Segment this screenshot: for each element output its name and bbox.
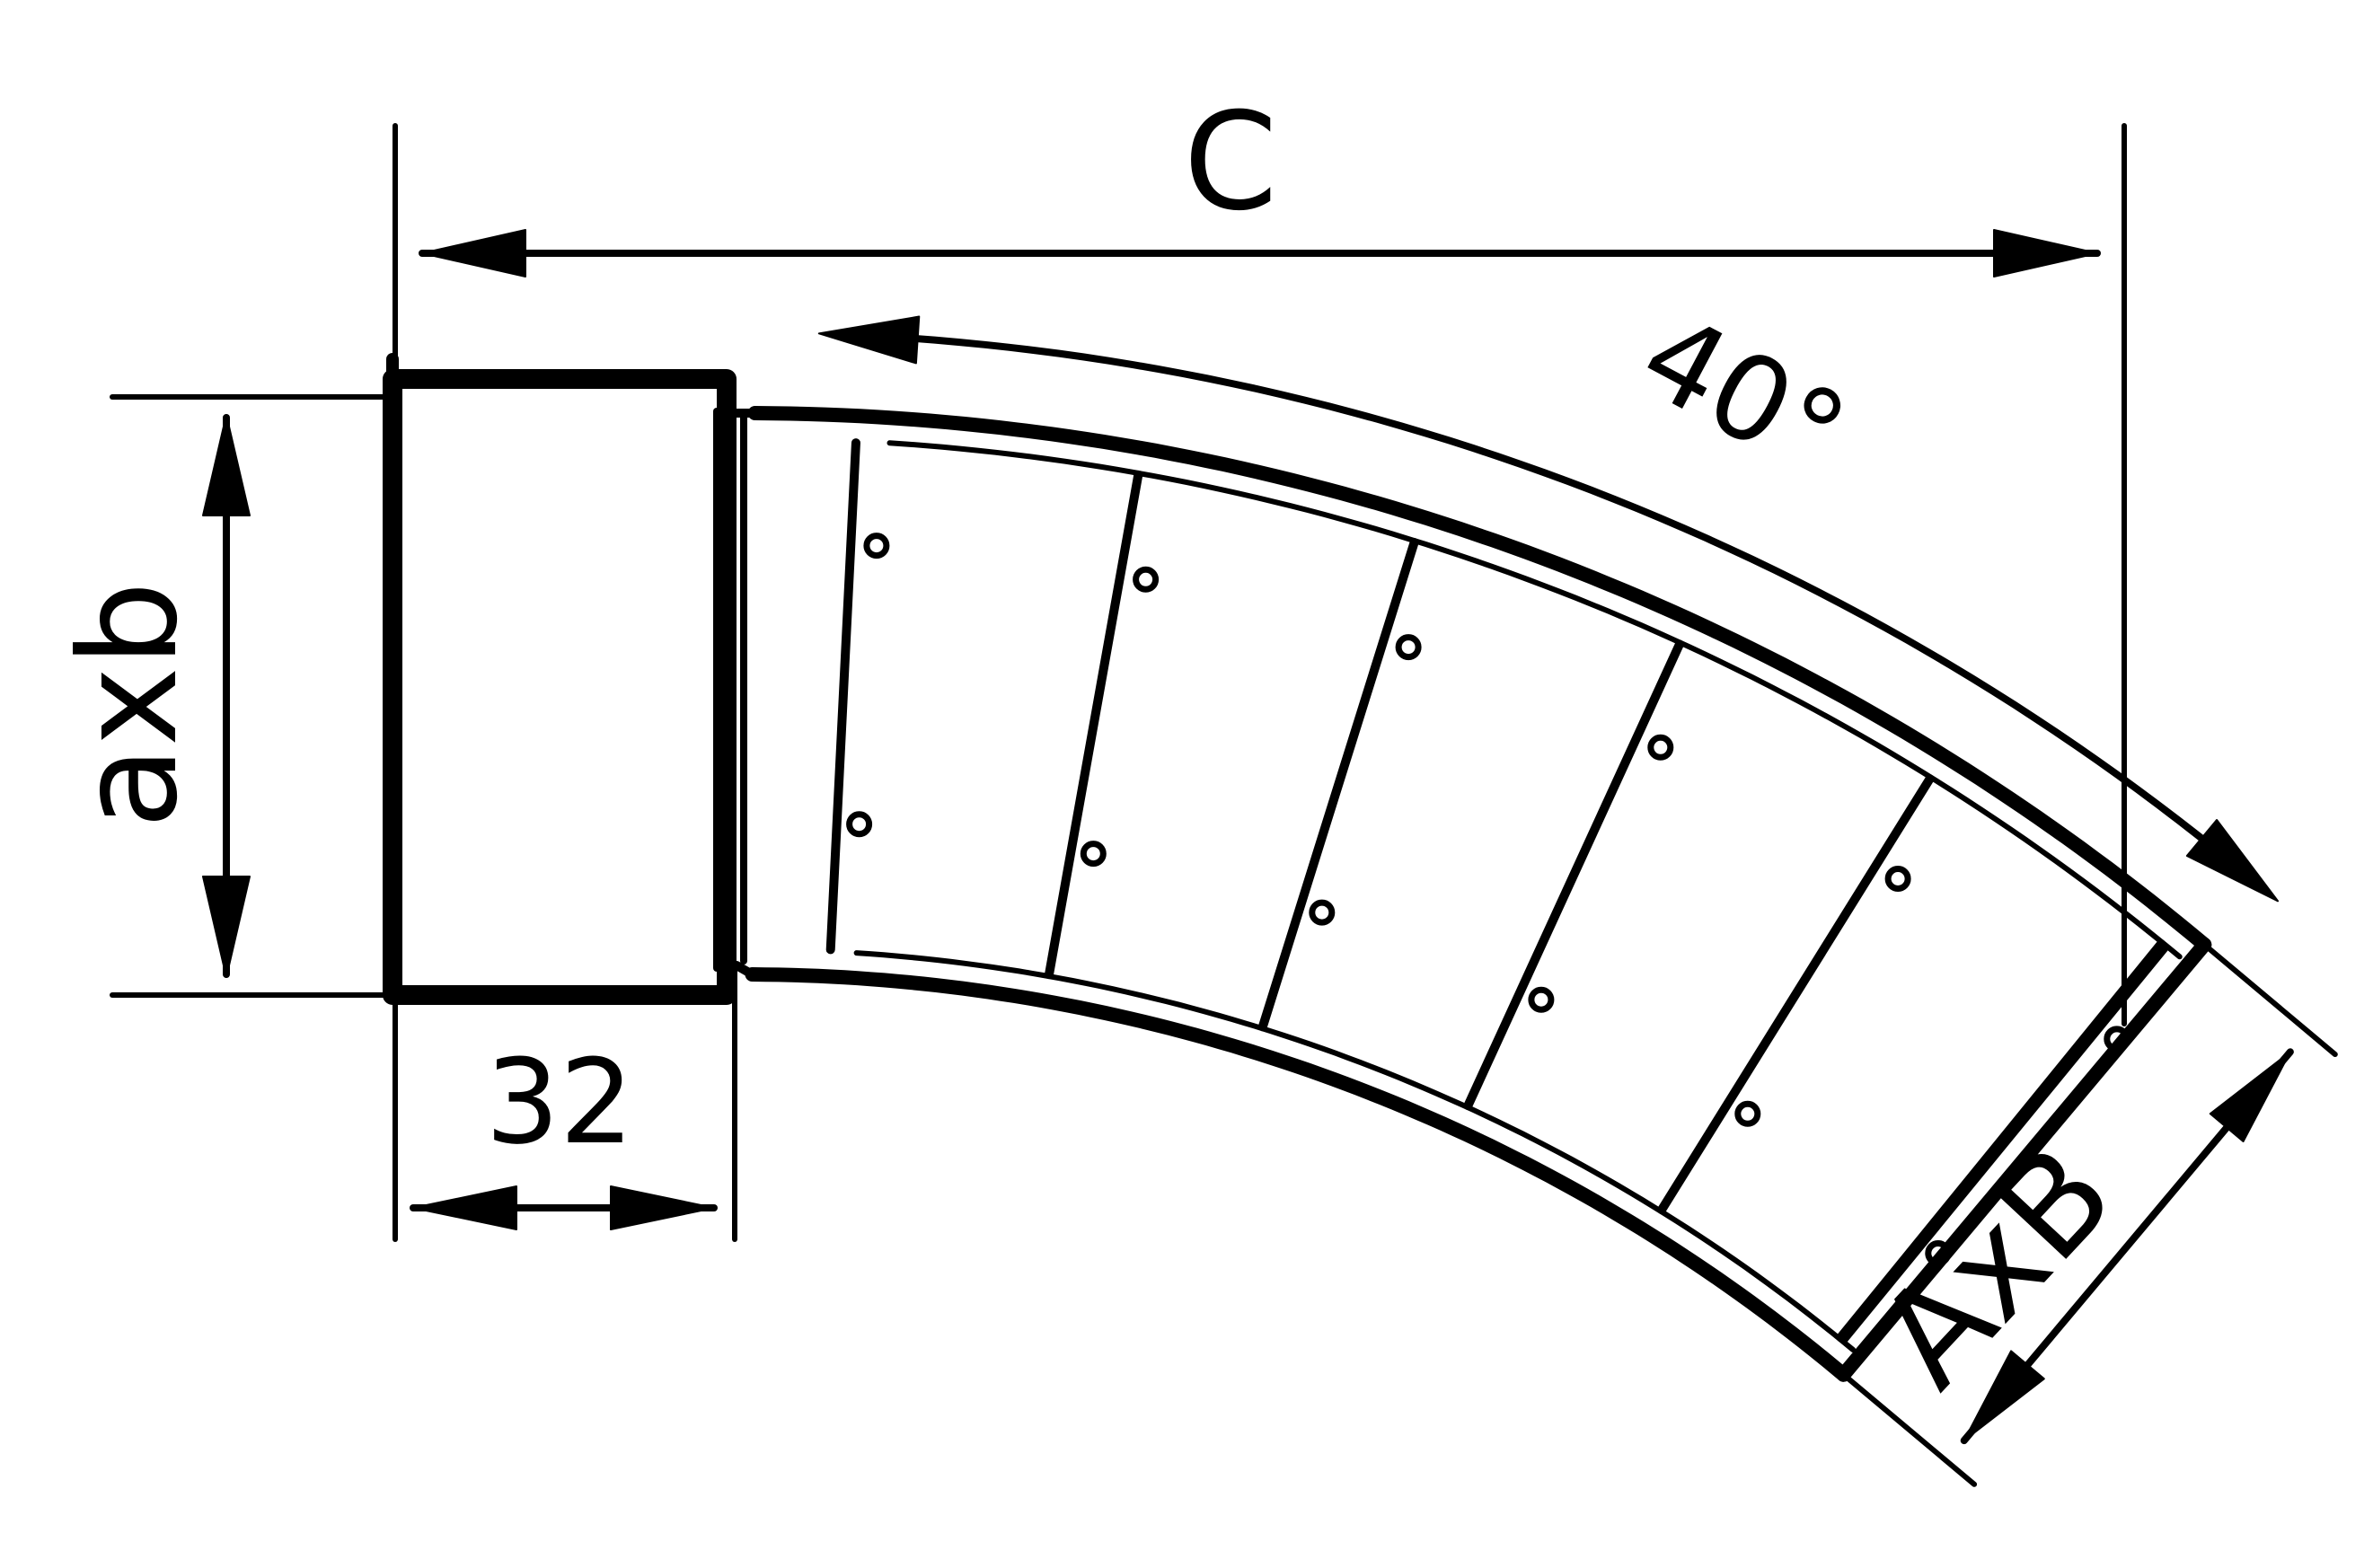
body-outer-edge [747,406,2212,952]
segment-seam [1463,639,1684,1111]
rivet [2104,1026,2130,1053]
outlet-flange-edge [1841,945,2169,1343]
dim-AxB-inner-extension [1840,1371,1978,1487]
rivet [1080,841,1107,868]
body-inner-flange [853,950,1857,1352]
body-inner-edge [745,967,1851,1382]
body-outer-flange [887,440,2183,960]
segment-seam [1657,774,1935,1214]
inlet-size-label: axb [51,581,207,829]
rivet [1647,734,1674,761]
rivet [1734,1100,1761,1127]
outlet-size-label: AxB [1849,1116,2144,1416]
segment-seam [1044,470,1143,980]
rivet [1395,634,1422,661]
rivet [1528,986,1555,1013]
collar-length-label: 32 [485,1034,633,1170]
dim-AxB-arrow-inner [1963,1350,2045,1442]
rivet [1925,1240,1952,1266]
dim-AxB-arrow-outer [2209,1051,2291,1142]
collar-body [383,369,737,1005]
angle-dim-arrow-end [2185,819,2280,903]
rivet [863,533,890,559]
elbow-geometry [110,123,2338,1487]
segment-seam [825,438,860,955]
rivet [846,811,873,838]
dim-AxB-outer-extension [2201,941,2338,1058]
angle-dim-arrow-start [817,315,921,365]
angle-label: 40° [1620,286,1867,504]
rivet [1884,866,1911,892]
dim-axb-arrow-bottom [202,876,251,978]
outlet-end-edge [1836,937,2212,1382]
dim-32-arrow-left [412,1185,517,1230]
segment-seam [1257,538,1419,1032]
segment-seam [1836,939,2166,1343]
angle-dim-arc [881,332,2261,886]
dim-32-arrow-right [610,1185,715,1230]
rivet [1309,899,1336,926]
dimension-c-label: C [1184,84,1278,241]
rivet [1133,566,1160,593]
dim-c-arrow-right [1993,229,2098,277]
dim-c-arrow-left [421,229,526,277]
dim-axb-arrow-top [202,414,251,516]
